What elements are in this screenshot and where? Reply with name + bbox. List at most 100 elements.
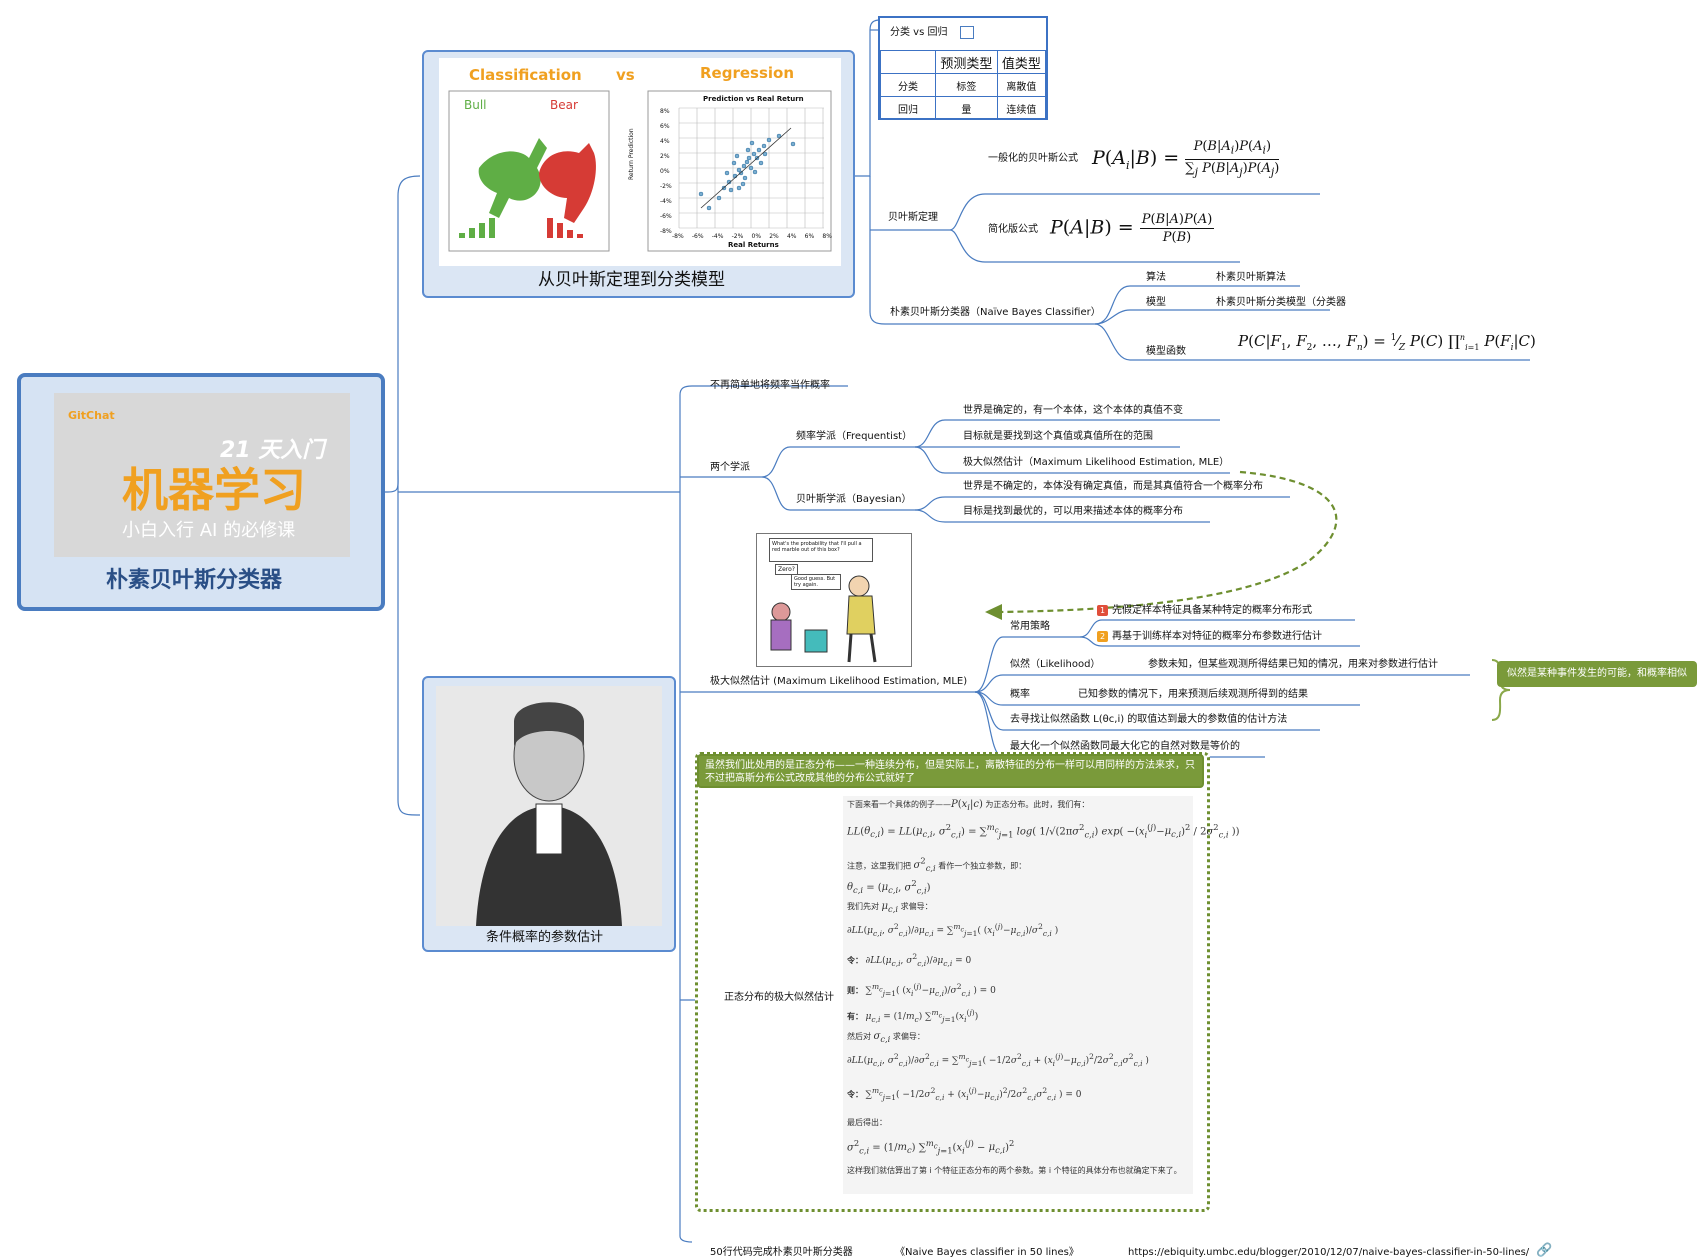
x-tick: 0% bbox=[751, 233, 762, 240]
table-cell: 连续值 bbox=[996, 96, 1047, 120]
frequentist-item[interactable]: 世界是确定的，有一个本体，这个本体的真值不变 bbox=[963, 405, 1183, 416]
bull-label: Bull bbox=[464, 98, 487, 112]
deriv-finally: 最后得出： bbox=[847, 1118, 887, 1127]
x-tick: 4% bbox=[786, 233, 797, 240]
naive-bayes-label[interactable]: 朴素贝叶斯分类器（Naïve Bayes Classifier） bbox=[890, 307, 1101, 318]
table-insert-icon[interactable] bbox=[960, 26, 974, 39]
x-tick: -4% bbox=[711, 233, 724, 240]
regression-label: Regression bbox=[700, 64, 795, 82]
table-cell: 分类 bbox=[880, 73, 936, 97]
scatter-x-ticks: -8% -6% -4% -2% 0% 2% 4% 6% 8% bbox=[672, 233, 832, 240]
table-cell: 标签 bbox=[935, 73, 998, 97]
table-row: 分类 标签 离散值 bbox=[880, 73, 1047, 97]
bayesian-label[interactable]: 贝叶斯学派（Bayesian） bbox=[796, 494, 912, 505]
table-cell: 值类型 bbox=[996, 50, 1047, 74]
mle-method-item[interactable]: 去寻找让似然函数 L(θc,i) 的取值达到最大的参数值的估计方法 bbox=[1010, 714, 1288, 725]
y-tick: 0% bbox=[660, 168, 670, 175]
probability-value[interactable]: 已知参数的情况下，用来预测后续观测所得到的结果 bbox=[1078, 689, 1308, 700]
classification-regression-table: 预测类型 值类型 分类 标签 离散值 回归 量 连续值 bbox=[880, 50, 1047, 120]
ze-label: 则： bbox=[847, 986, 863, 995]
y-tick: -6% bbox=[660, 213, 672, 220]
table-cell: 回归 bbox=[880, 96, 936, 120]
ling2-label: 令： bbox=[847, 1090, 863, 1099]
table-topic[interactable]: 分类 vs 回归 预测类型 值类型 分类 标签 离散值 回归 量 连续值 bbox=[878, 16, 1048, 120]
illustration bbox=[448, 90, 832, 252]
algo-key[interactable]: 算法 bbox=[1146, 272, 1166, 283]
y-tick: 6% bbox=[660, 123, 670, 130]
deriv-mu-first: 我们先对 bbox=[847, 902, 879, 911]
model-value[interactable]: 朴素贝叶斯分类模型（分类器 bbox=[1216, 297, 1346, 308]
y-tick: -2% bbox=[660, 183, 672, 190]
link-icon[interactable]: 🔗 bbox=[1536, 1243, 1553, 1258]
cartoon-answer2: Good guess. But try again. bbox=[791, 574, 841, 590]
table-cell: 离散值 bbox=[996, 73, 1047, 97]
ling-label: 令： bbox=[847, 956, 863, 965]
y-tick: -8% bbox=[660, 228, 672, 235]
card-bottom-caption: 条件概率的参数估计 bbox=[486, 930, 604, 945]
sigma-result-formula: σ2c,i = (1/mc) ∑mcj=1(xi(j) − μc,i)2 bbox=[847, 1138, 1015, 1156]
table-row: 回归 量 连续值 bbox=[880, 96, 1047, 120]
course-title: 机器学习 bbox=[122, 463, 306, 517]
frequentist-item[interactable]: 目标就是要找到这个真值或真值所在的范围 bbox=[963, 431, 1153, 442]
simple-bayes-label[interactable]: 简化版公式 bbox=[988, 224, 1038, 235]
likelihood-callout[interactable]: 似然是某种事件发生的可能，和概率相似 bbox=[1497, 661, 1697, 687]
classification-label: Classification bbox=[469, 66, 582, 84]
bayesian-item[interactable]: 世界是不确定的，本体没有确定真值，而是其真值符合一个概率分布 bbox=[963, 481, 1263, 492]
y-tick: -4% bbox=[660, 198, 672, 205]
normal-mle-derivation: 下面来看一个具体的例子——P(xi|c) 为正态分布。此时，我们有： LL(θc… bbox=[843, 796, 1240, 1194]
frequentist-item[interactable]: 极大似然估计（Maximum Likelihood Estimation, ML… bbox=[963, 457, 1230, 468]
vs-label: vs bbox=[616, 66, 635, 84]
model-key[interactable]: 模型 bbox=[1146, 297, 1166, 308]
not-frequency-label[interactable]: 不再简单地将频率当作概率 bbox=[710, 380, 830, 391]
algo-value[interactable]: 朴素贝叶斯算法 bbox=[1216, 272, 1286, 283]
deriv-then-sigma: 然后对 bbox=[847, 1032, 871, 1041]
model-function-formula: P(C|F1, F2, …, Fn) = 1⁄Z P(C) ∏ni=1 P(Fi… bbox=[1238, 332, 1536, 353]
deriv-then-sigma2: 求偏导： bbox=[892, 1032, 925, 1041]
course-tagline: 小白入行 AI 的必修课 bbox=[122, 520, 296, 541]
table-cell bbox=[880, 50, 936, 74]
general-bayes-label[interactable]: 一般化的贝叶斯公式 bbox=[988, 153, 1078, 164]
bayes-theorem-label[interactable]: 贝叶斯定理 bbox=[888, 212, 938, 223]
brand-label: GitChat bbox=[68, 409, 115, 422]
table-title: 分类 vs 回归 bbox=[890, 27, 948, 38]
y-tick: 2% bbox=[660, 153, 670, 160]
table-header-row: 预测类型 值类型 bbox=[880, 50, 1047, 74]
x-tick: 6% bbox=[804, 233, 815, 240]
normal-mle-label[interactable]: 正态分布的极大似然估计 bbox=[724, 992, 834, 1003]
frequentist-label[interactable]: 频率学派（Frequentist） bbox=[796, 431, 913, 442]
general-bayes-formula: P(Ai|B) = P(B|Ai)P(Ai) ∑j P(B|Aj)P(Aj) bbox=[1092, 139, 1280, 179]
likelihood-value[interactable]: 参数未知，但某些观测所得结果已知的情况，用来对参数进行估计 bbox=[1148, 659, 1438, 670]
likelihood-label[interactable]: 似然（Likelihood） bbox=[1010, 659, 1101, 670]
card-top-caption: 从贝叶斯定理到分类模型 bbox=[538, 270, 725, 290]
x-tick: -8% bbox=[672, 233, 684, 240]
bayes-portrait-image bbox=[436, 686, 662, 926]
simple-bayes-formula: P(A|B) = P(B|A)P(A) P(B) bbox=[1050, 212, 1215, 245]
deriv-note-sigma: 注意，这里我们把 bbox=[847, 861, 911, 871]
classification-vs-regression-image bbox=[439, 58, 841, 266]
deriv-mu-first2: 求偏导： bbox=[900, 902, 933, 911]
cartoon-figures bbox=[770, 575, 877, 663]
x-tick: -2% bbox=[731, 233, 744, 240]
strategy-item[interactable]: 先假定样本特征具备某种特定的概率分布形式 bbox=[1112, 605, 1312, 616]
deriv-intro: 下面来看一个具体的例子—— bbox=[847, 800, 951, 809]
mle-label[interactable]: 极大似然估计 (Maximum Likelihood Estimation, M… bbox=[710, 676, 968, 687]
mu-partial-formula: ∂LL(μc,i, σ2c,i)/∂μc,i = ∑mcj=1( (xi(j)−… bbox=[847, 922, 1059, 938]
priority-2-icon: 2 bbox=[1097, 631, 1108, 642]
discrete-distribution-note[interactable]: 虽然我们此处用的是正态分布——一种连续分布，但是实际上，离散特征的分布一样可以用… bbox=[697, 754, 1204, 788]
scatter-xlabel: Real Returns bbox=[728, 241, 779, 249]
priority-1-icon: 1 bbox=[1097, 605, 1108, 616]
deriv-conclusion: 这样我们就估算出了第 i 个特征正态分布的两个参数。第 i 个特征的具体分布也就… bbox=[847, 1166, 1182, 1175]
cartoon-question: What's the probability that I'll pull a … bbox=[769, 538, 873, 562]
strategy-label[interactable]: 常用策略 bbox=[1010, 621, 1050, 632]
probability-label[interactable]: 概率 bbox=[1010, 689, 1030, 700]
strategy-item[interactable]: 再基于训练样本对特征的概率分布参数进行估计 bbox=[1112, 631, 1322, 642]
central-title: 朴素贝叶斯分类器 bbox=[106, 568, 283, 593]
two-schools-label[interactable]: 两个学派 bbox=[710, 462, 750, 473]
bayesian-item[interactable]: 目标是找到最优的，可以用来描述本体的概率分布 bbox=[963, 506, 1183, 517]
x-tick: 8% bbox=[822, 233, 832, 240]
bear-label: Bear bbox=[550, 98, 578, 112]
model-func-key[interactable]: 模型函数 bbox=[1146, 346, 1186, 357]
scatter-y-ticks: 8% 6% 4% 2% 0% -2% -4% -6% -8% bbox=[660, 104, 676, 239]
log-likelihood-item[interactable]: 最大化一个似然函数同最大化它的自然对数是等价的 bbox=[1010, 741, 1240, 752]
y-tick: 8% bbox=[660, 108, 670, 115]
